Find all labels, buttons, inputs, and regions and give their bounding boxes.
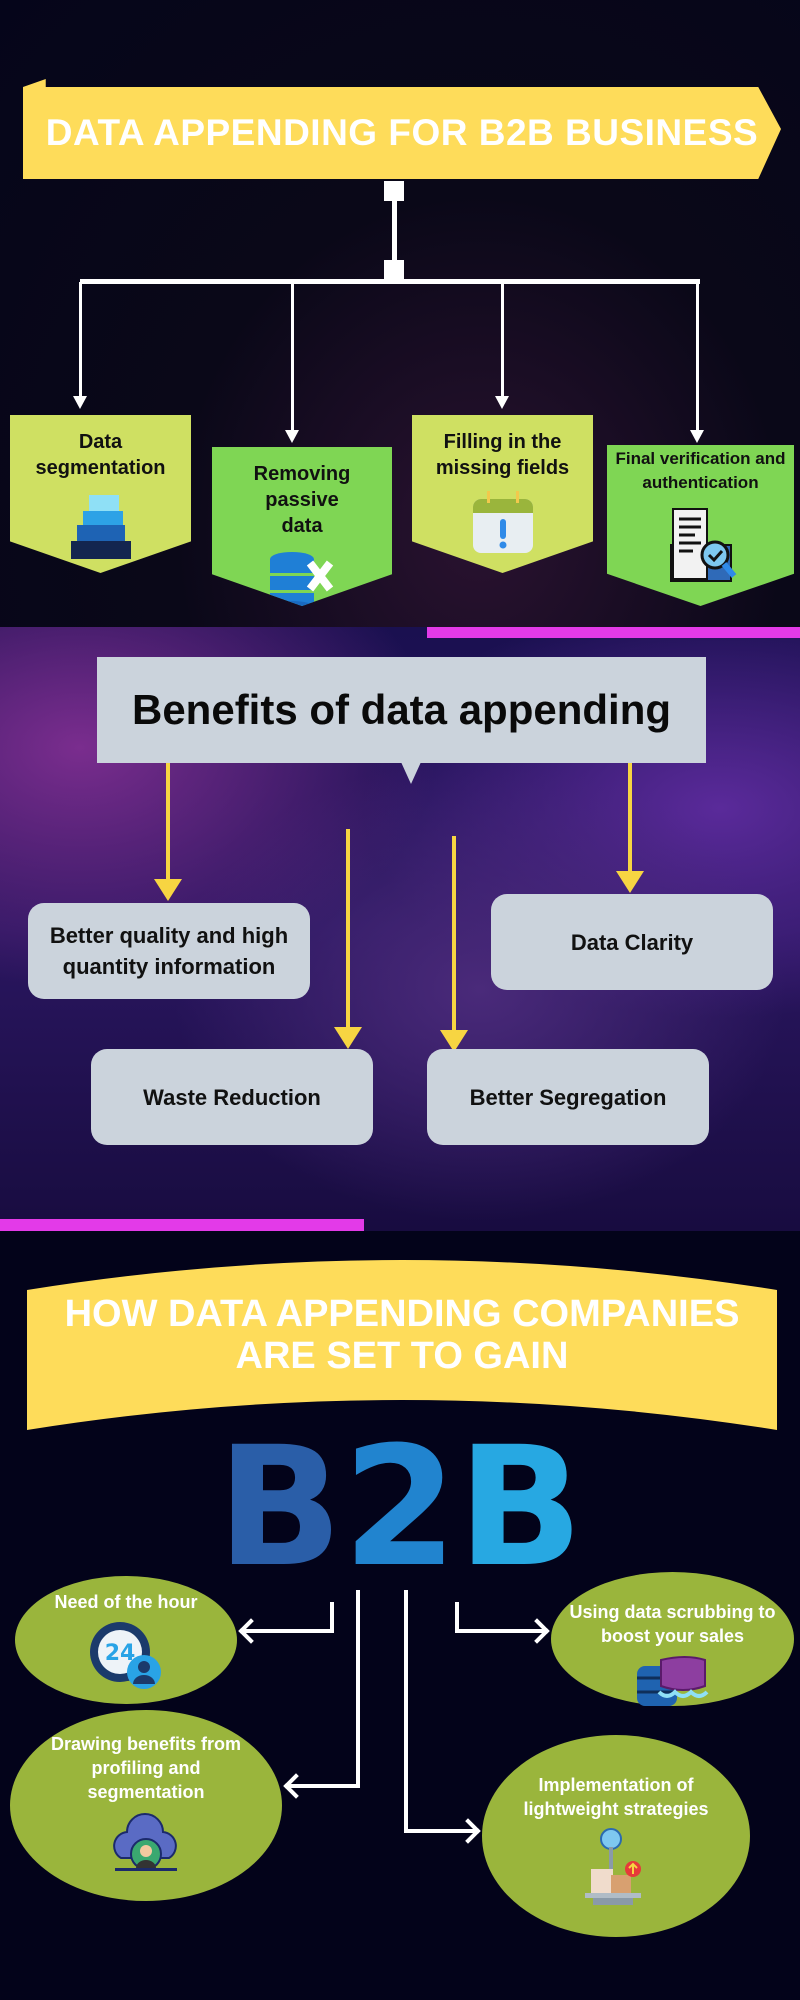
step-label: Final verification and authentication: [615, 449, 786, 492]
benefits-title: Benefits of data appending: [131, 686, 672, 733]
b2b-letter: 2: [342, 1411, 458, 1603]
calendar-alert-icon: [472, 491, 533, 553]
benefit-label: Better quality and high quantity informa…: [49, 923, 289, 979]
connector-line: [346, 829, 350, 1029]
step-label: Removing passive data: [253, 463, 351, 537]
step-label: Filling in the missing fields: [435, 431, 570, 479]
gain-lightweight-strategies: Implementation of lightweight strategies: [482, 1735, 750, 1937]
callout-pointer: [401, 762, 421, 784]
gain-need-of-the-hour: Need of the hour 24: [15, 1576, 237, 1704]
step-removing-passive-data: Removing passive data: [212, 447, 392, 606]
gain-label: Using data scrubbing to boost your sales: [569, 1602, 776, 1646]
connector-line: [166, 763, 170, 881]
arrow-down-icon: [616, 871, 644, 893]
connector-line: [404, 1829, 478, 1833]
connector-line: [696, 282, 699, 430]
gain-data-scrubbing: Using data scrubbing to boost your sales: [551, 1572, 794, 1706]
page-title: DATA APPENDING FOR B2B BUSINESS: [45, 112, 759, 153]
gain-profiling-segmentation: Drawing benefits from profiling and segm…: [10, 1710, 282, 1901]
gain-banner: HOW DATA APPENDING COMPANIES ARE SET TO …: [27, 1250, 777, 1430]
title-banner: DATA APPENDING FOR B2B BUSINESS: [23, 79, 781, 179]
benefit-better-quality: Better quality and high quantity informa…: [28, 903, 310, 999]
data-scrubbing-icon: [636, 1656, 708, 1706]
arrow-down-icon: [285, 430, 299, 443]
arrow-down-icon: [154, 879, 182, 901]
layered-database-icon: [70, 495, 131, 559]
benefits-title-callout: Benefits of data appending: [97, 657, 706, 763]
connector-line: [291, 282, 294, 430]
b2b-letter: B: [457, 1411, 584, 1603]
gain-label: Implementation of lightweight strategies: [523, 1775, 709, 1819]
connector-line: [501, 282, 504, 397]
gain-label: Drawing benefits from profiling and segm…: [50, 1734, 242, 1802]
svg-text:24: 24: [105, 1641, 136, 1666]
arrow-down-icon: [690, 430, 704, 443]
connector-line: [356, 1590, 360, 1788]
connector-node: [384, 260, 404, 280]
weight-scale-icon: [585, 1828, 641, 1905]
connector-line: [79, 282, 82, 397]
connector-line: [404, 1590, 408, 1833]
24-hour-support-icon: 24: [90, 1622, 161, 1689]
benefit-label: Waste Reduction: [143, 1084, 321, 1110]
step-final-verification: Final verification and authentication: [607, 445, 794, 606]
connector-node: [384, 181, 404, 201]
connector-line: [628, 763, 632, 873]
step-filling-missing-fields: Filling in the missing fields: [412, 415, 593, 573]
document-verify-icon: [669, 508, 736, 582]
connector-line: [455, 1602, 459, 1633]
connector-line: [240, 1629, 334, 1633]
arrow-down-icon: [495, 396, 509, 409]
benefit-label: Data Clarity: [570, 929, 694, 955]
magenta-divider: [427, 627, 800, 638]
database-delete-icon: [270, 552, 334, 606]
benefit-better-segregation: Better Segregation: [427, 1049, 709, 1145]
magenta-divider: [0, 1219, 364, 1231]
gain-label: Need of the hour: [54, 1592, 198, 1612]
step-label: Data segmentation: [35, 431, 166, 479]
arrow-down-icon: [73, 396, 87, 409]
connector-line: [455, 1629, 547, 1633]
arrow-down-icon: [334, 1027, 362, 1049]
gain-title-line: HOW DATA APPENDING COMPANIES: [64, 1293, 740, 1335]
arrow-down-icon: [440, 1030, 468, 1052]
gain-title-line: ARE SET TO GAIN: [235, 1335, 569, 1377]
connector-line: [80, 279, 700, 284]
benefit-waste-reduction: Waste Reduction: [91, 1049, 373, 1145]
connector-line: [392, 195, 397, 265]
connector-line: [330, 1602, 334, 1633]
step-data-segmentation: Data segmentation: [10, 415, 191, 573]
connector-line: [452, 836, 456, 1032]
benefit-data-clarity: Data Clarity: [491, 894, 773, 990]
benefit-label: Better Segregation: [469, 1084, 667, 1110]
connector-line: [285, 1784, 360, 1788]
cloud-profile-icon: [113, 1813, 177, 1871]
b2b-letter: B: [216, 1411, 343, 1603]
